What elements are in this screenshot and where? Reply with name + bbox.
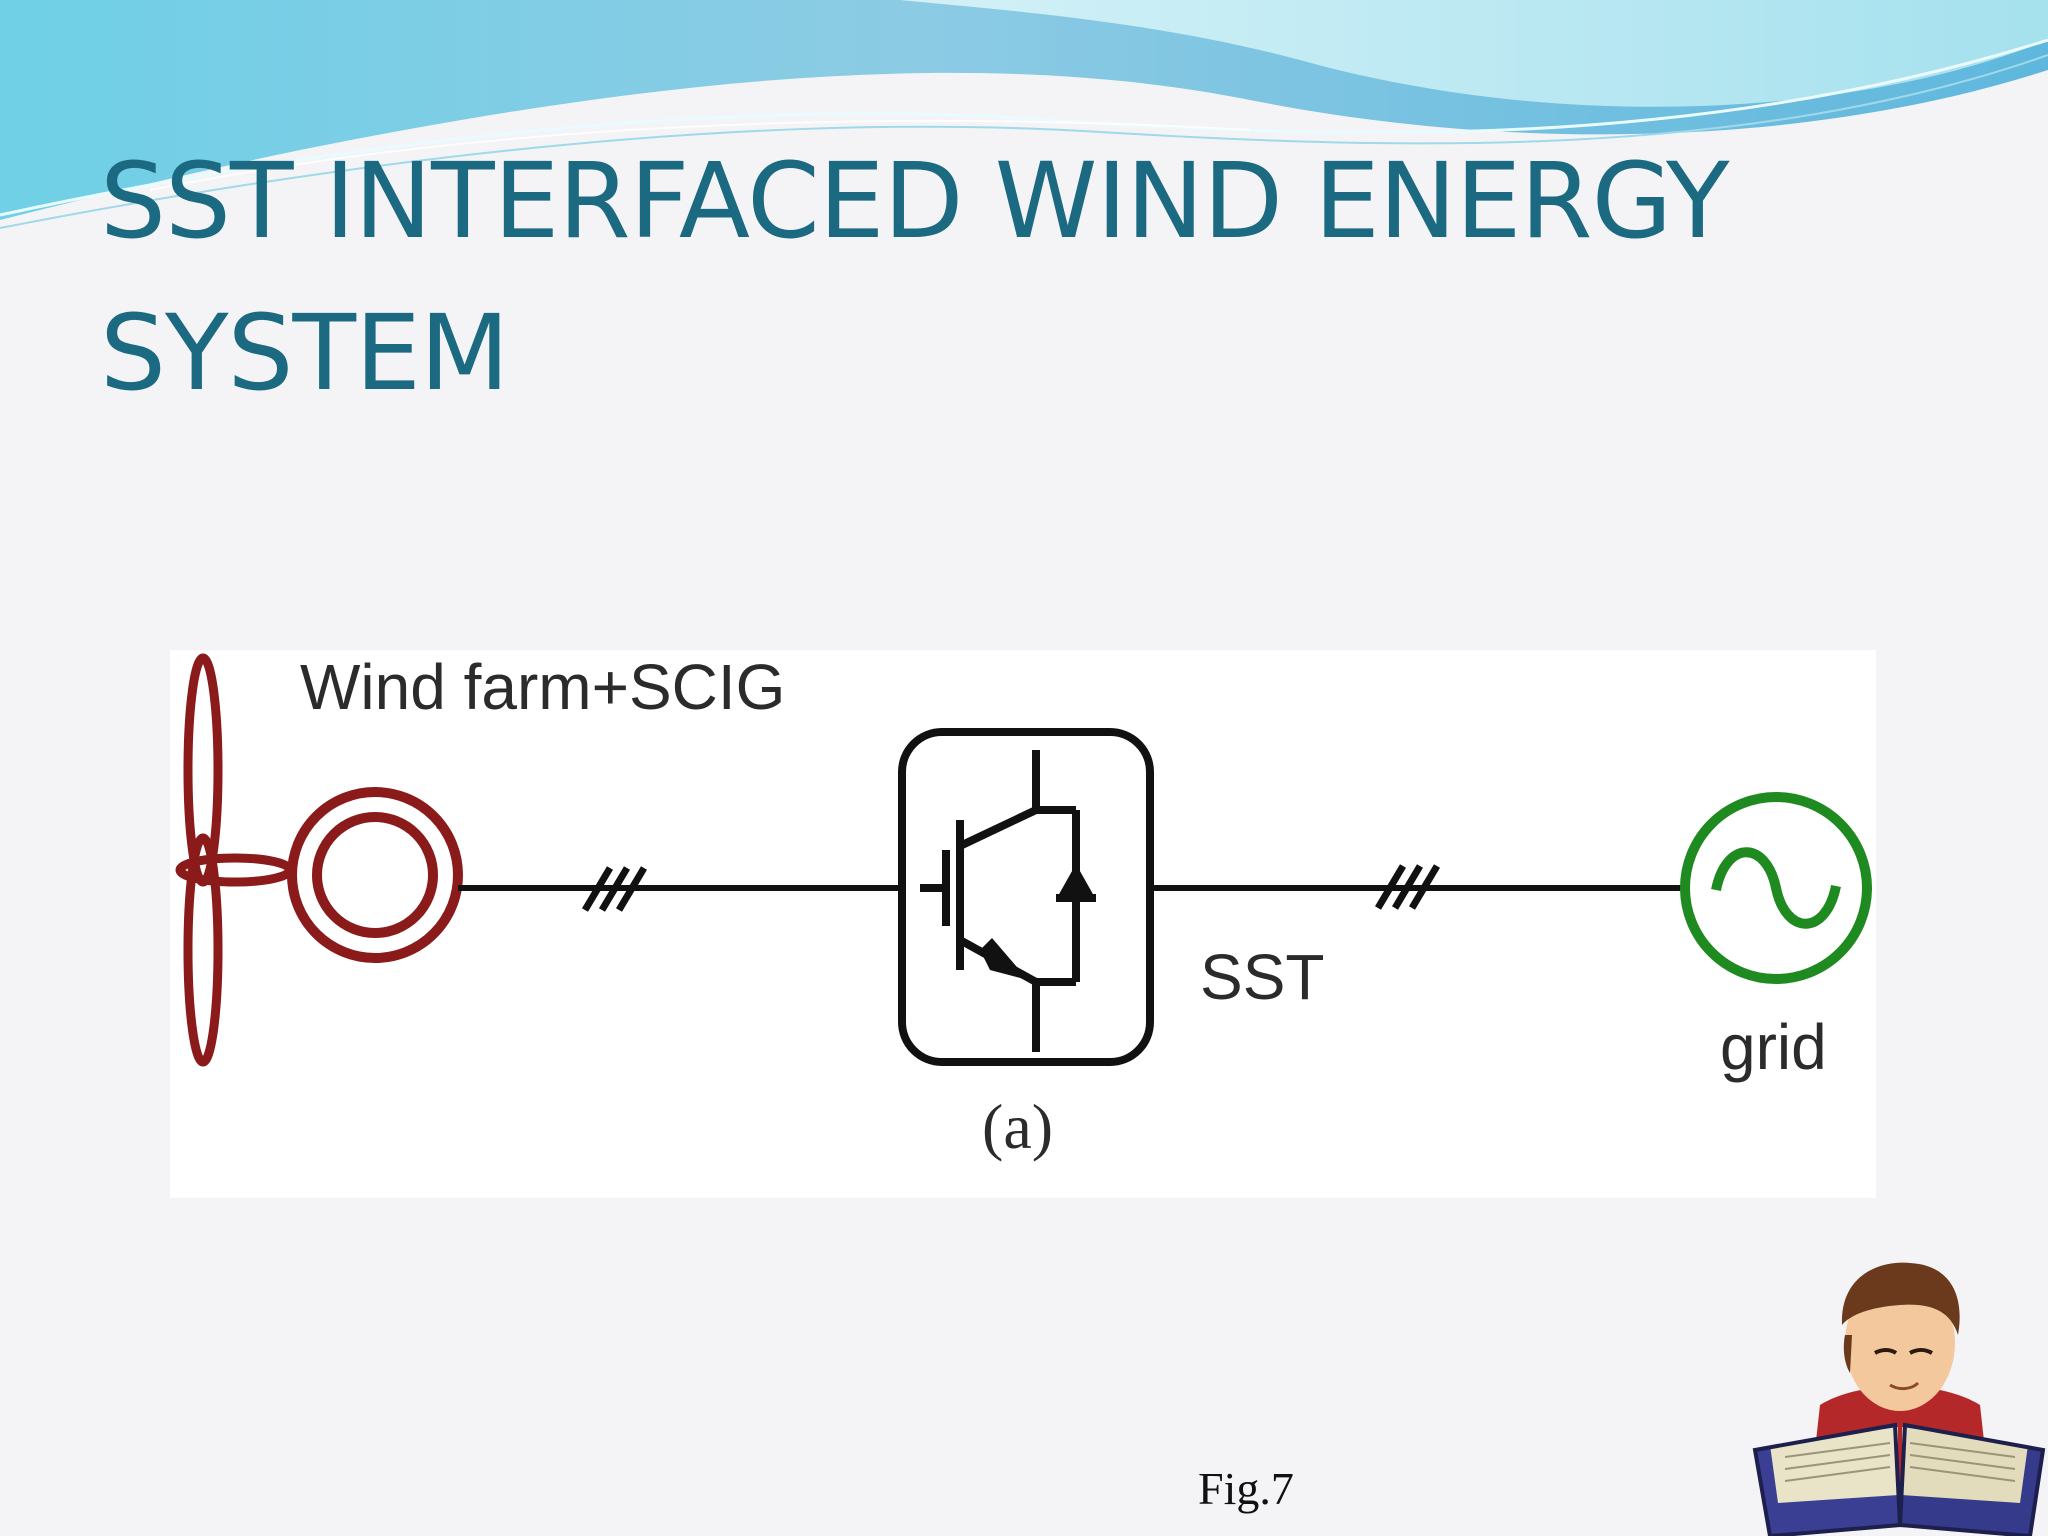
three-phase-mark-right [1374, 864, 1441, 910]
wind-turbine-icon [175, 653, 295, 1067]
circuit-diagram: Wind farm+SCIG SST grid (a) [170, 650, 1876, 1198]
diode-icon [1058, 864, 1094, 896]
subfigure-label: (a) [982, 1091, 1054, 1162]
grid-label: grid [1720, 1011, 1827, 1083]
sst-converter-icon [898, 728, 1154, 1066]
three-phase-mark-left [581, 866, 648, 912]
sst-label: SST [1200, 941, 1325, 1013]
header-wave [0, 0, 2048, 229]
grid-source-icon [1680, 792, 1872, 984]
figure-caption: Fig.7 [1198, 1463, 1294, 1514]
diagram-canvas [175, 653, 1872, 1067]
wind-farm-label: Wind farm+SCIG [300, 651, 786, 723]
igbt-emitter-arrow [980, 938, 1028, 980]
reading-person-icon [1752, 1262, 2046, 1536]
scig-generator-icon [287, 787, 463, 963]
slide-title: SST INTERFACED WIND ENERGY SYSTEM [100, 140, 1730, 414]
